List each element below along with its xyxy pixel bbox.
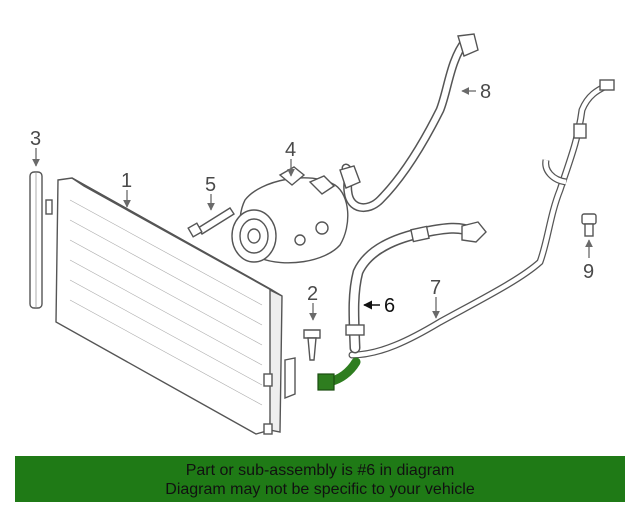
part-7-line — [348, 79, 615, 359]
callout-1: 1 — [121, 170, 132, 192]
callout-5: 5 — [205, 174, 216, 196]
part-6-hose — [317, 221, 487, 391]
callout-3: 3 — [30, 128, 41, 150]
parts-diagram: 1 2 3 4 5 6 7 8 9 — [29, 33, 615, 435]
callout-8: 8 — [480, 81, 491, 103]
callout-4: 4 — [285, 139, 296, 161]
part-3-drier — [29, 171, 43, 309]
info-banner: Part or sub-assembly is #6 in diagram Di… — [15, 456, 625, 502]
banner-line-1: Part or sub-assembly is #6 in diagram — [185, 462, 455, 479]
callout-6: 6 — [384, 295, 395, 317]
callout-2: 2 — [307, 283, 318, 305]
part-8-line — [339, 33, 479, 212]
banner-line-2: Diagram may not be specific to your vehi… — [165, 481, 475, 498]
part-9-valve — [581, 213, 597, 237]
callout-9: 9 — [583, 261, 594, 283]
part-2-clip — [303, 329, 321, 361]
callout-7: 7 — [430, 277, 441, 299]
part-5-bolt — [187, 207, 235, 238]
part-4-compressor — [231, 166, 349, 264]
leader-lines — [32, 87, 593, 321]
